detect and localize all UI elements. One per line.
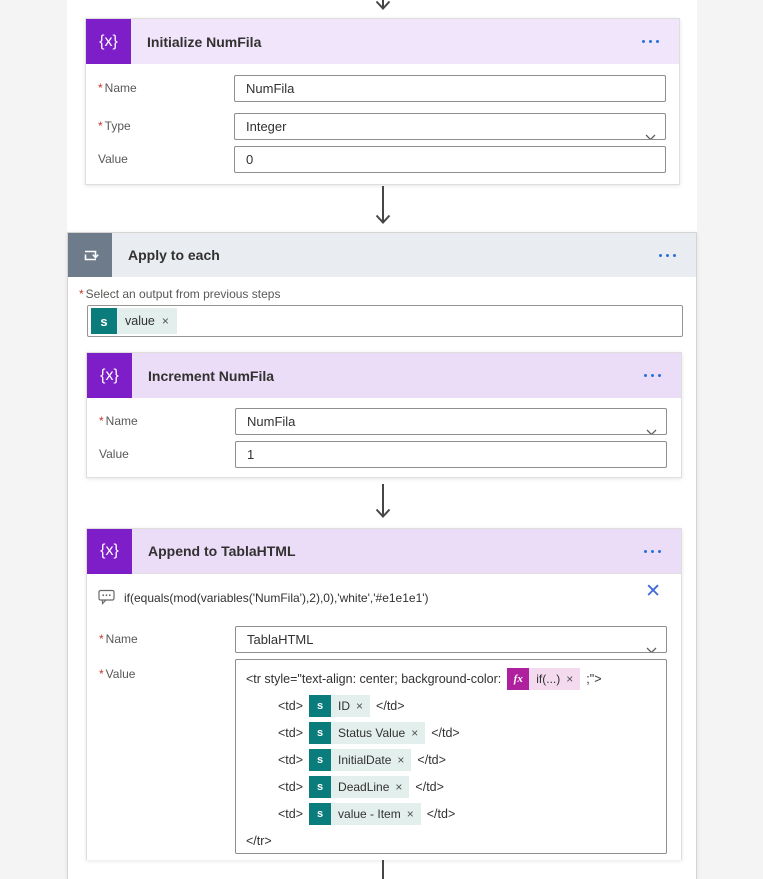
- value-field-label: *Value: [99, 667, 136, 681]
- sharepoint-icon: s: [309, 802, 332, 825]
- value-item-token[interactable]: s value - Item×: [309, 802, 421, 825]
- connector-arrow: [374, 186, 392, 230]
- connector-arrow: [374, 0, 392, 16]
- select-output-label: *Select an output from previous steps: [79, 287, 281, 301]
- chevron-down-icon: [646, 637, 657, 652]
- more-options-button[interactable]: [657, 248, 678, 263]
- variable-icon: {x}: [86, 19, 131, 64]
- increment-card-header[interactable]: {x} Increment NumFila: [87, 353, 681, 398]
- apply-to-each-title: Apply to each: [128, 247, 220, 263]
- value-token[interactable]: s value ×: [91, 308, 177, 334]
- initialize-card-title: Initialize NumFila: [147, 33, 262, 50]
- id-token[interactable]: s ID×: [309, 694, 371, 717]
- apply-to-each-header[interactable]: Apply to each: [68, 233, 696, 277]
- expression-preview-row: if(equals(mod(variables('NumFila'),2),0)…: [98, 588, 429, 608]
- value-field-label: Value: [98, 152, 128, 166]
- status-value-token[interactable]: s Status Value×: [309, 721, 426, 744]
- remove-token-icon[interactable]: ×: [406, 806, 414, 821]
- select-output-input[interactable]: s value ×: [87, 305, 683, 337]
- sharepoint-icon: s: [91, 308, 117, 334]
- name-field-label: *Name: [99, 632, 138, 646]
- remove-token-icon[interactable]: ×: [356, 698, 364, 713]
- name-dropdown[interactable]: TablaHTML: [235, 626, 667, 653]
- remove-token-icon[interactable]: ×: [397, 752, 405, 767]
- editor-line: <td> s ID× </td>: [246, 692, 656, 719]
- value-input[interactable]: 1: [235, 441, 667, 468]
- append-card-body: if(equals(mod(variables('NumFila'),2),0)…: [87, 574, 681, 860]
- sharepoint-icon: s: [309, 775, 332, 798]
- fx-icon: fx: [507, 667, 530, 690]
- close-icon[interactable]: ✕: [645, 581, 661, 602]
- name-input[interactable]: NumFila: [234, 75, 666, 102]
- variable-icon: {x}: [87, 353, 132, 398]
- remove-token-icon[interactable]: ×: [395, 779, 403, 794]
- initialize-variable-card: {x} Initialize NumFila *Name NumFila *Ty…: [85, 18, 680, 185]
- token-label: value: [125, 314, 155, 328]
- initialize-card-header[interactable]: {x} Initialize NumFila: [86, 19, 679, 64]
- connector-line: [382, 860, 384, 879]
- value-field-label: Value: [99, 447, 129, 461]
- apply-to-each-loop-icon: [68, 233, 112, 277]
- append-card-header[interactable]: {x} Append to TablaHTML: [87, 528, 681, 574]
- variable-icon: {x}: [87, 528, 132, 574]
- increment-variable-card: {x} Increment NumFila *Name NumFila Valu…: [86, 352, 682, 478]
- increment-card-body: *Name NumFila Value 1: [87, 398, 681, 477]
- type-field-label: *Type: [98, 119, 131, 133]
- remove-token-icon[interactable]: ×: [566, 671, 574, 686]
- type-dropdown[interactable]: Integer: [234, 113, 666, 140]
- initialize-card-body: *Name NumFila *Type Integer Value 0: [86, 64, 679, 184]
- editor-line: <tr style="text-align: center; backgroun…: [246, 665, 656, 692]
- sharepoint-icon: s: [309, 748, 332, 771]
- name-field-label: *Name: [99, 414, 138, 428]
- remove-token-icon[interactable]: ×: [161, 314, 169, 328]
- more-options-button[interactable]: [640, 34, 661, 49]
- remove-token-icon[interactable]: ×: [411, 725, 419, 740]
- append-variable-card: {x} Append to TablaHTML if(equals(mod(va…: [86, 528, 682, 860]
- editor-line: <td> s value - Item× </td>: [246, 800, 656, 827]
- deadline-token[interactable]: s DeadLine×: [309, 775, 410, 798]
- sharepoint-icon: s: [309, 721, 332, 744]
- value-input[interactable]: 0: [234, 146, 666, 173]
- sharepoint-icon: s: [309, 694, 332, 717]
- chevron-down-icon: [645, 124, 656, 139]
- editor-line: <td> s DeadLine× </td>: [246, 773, 656, 800]
- comment-icon: [98, 588, 115, 608]
- editor-line: </tr>: [246, 833, 272, 848]
- initialdate-token[interactable]: s InitialDate×: [309, 748, 412, 771]
- expression-text: if(equals(mod(variables('NumFila'),2),0)…: [124, 591, 429, 605]
- chevron-down-icon: [646, 419, 657, 434]
- increment-card-title: Increment NumFila: [148, 367, 275, 384]
- connector-arrow: [374, 484, 392, 524]
- name-field-label: *Name: [98, 81, 137, 95]
- value-rich-editor[interactable]: <tr style="text-align: center; backgroun…: [235, 659, 667, 854]
- editor-line: <td> s Status Value× </td>: [246, 719, 656, 746]
- more-options-button[interactable]: [642, 368, 663, 383]
- more-options-button[interactable]: [642, 544, 663, 559]
- fx-expression-token[interactable]: fx if(...)×: [507, 667, 581, 690]
- editor-line: <td> s InitialDate× </td>: [246, 746, 656, 773]
- name-dropdown[interactable]: NumFila: [235, 408, 667, 435]
- append-card-title: Append to TablaHTML: [148, 543, 296, 559]
